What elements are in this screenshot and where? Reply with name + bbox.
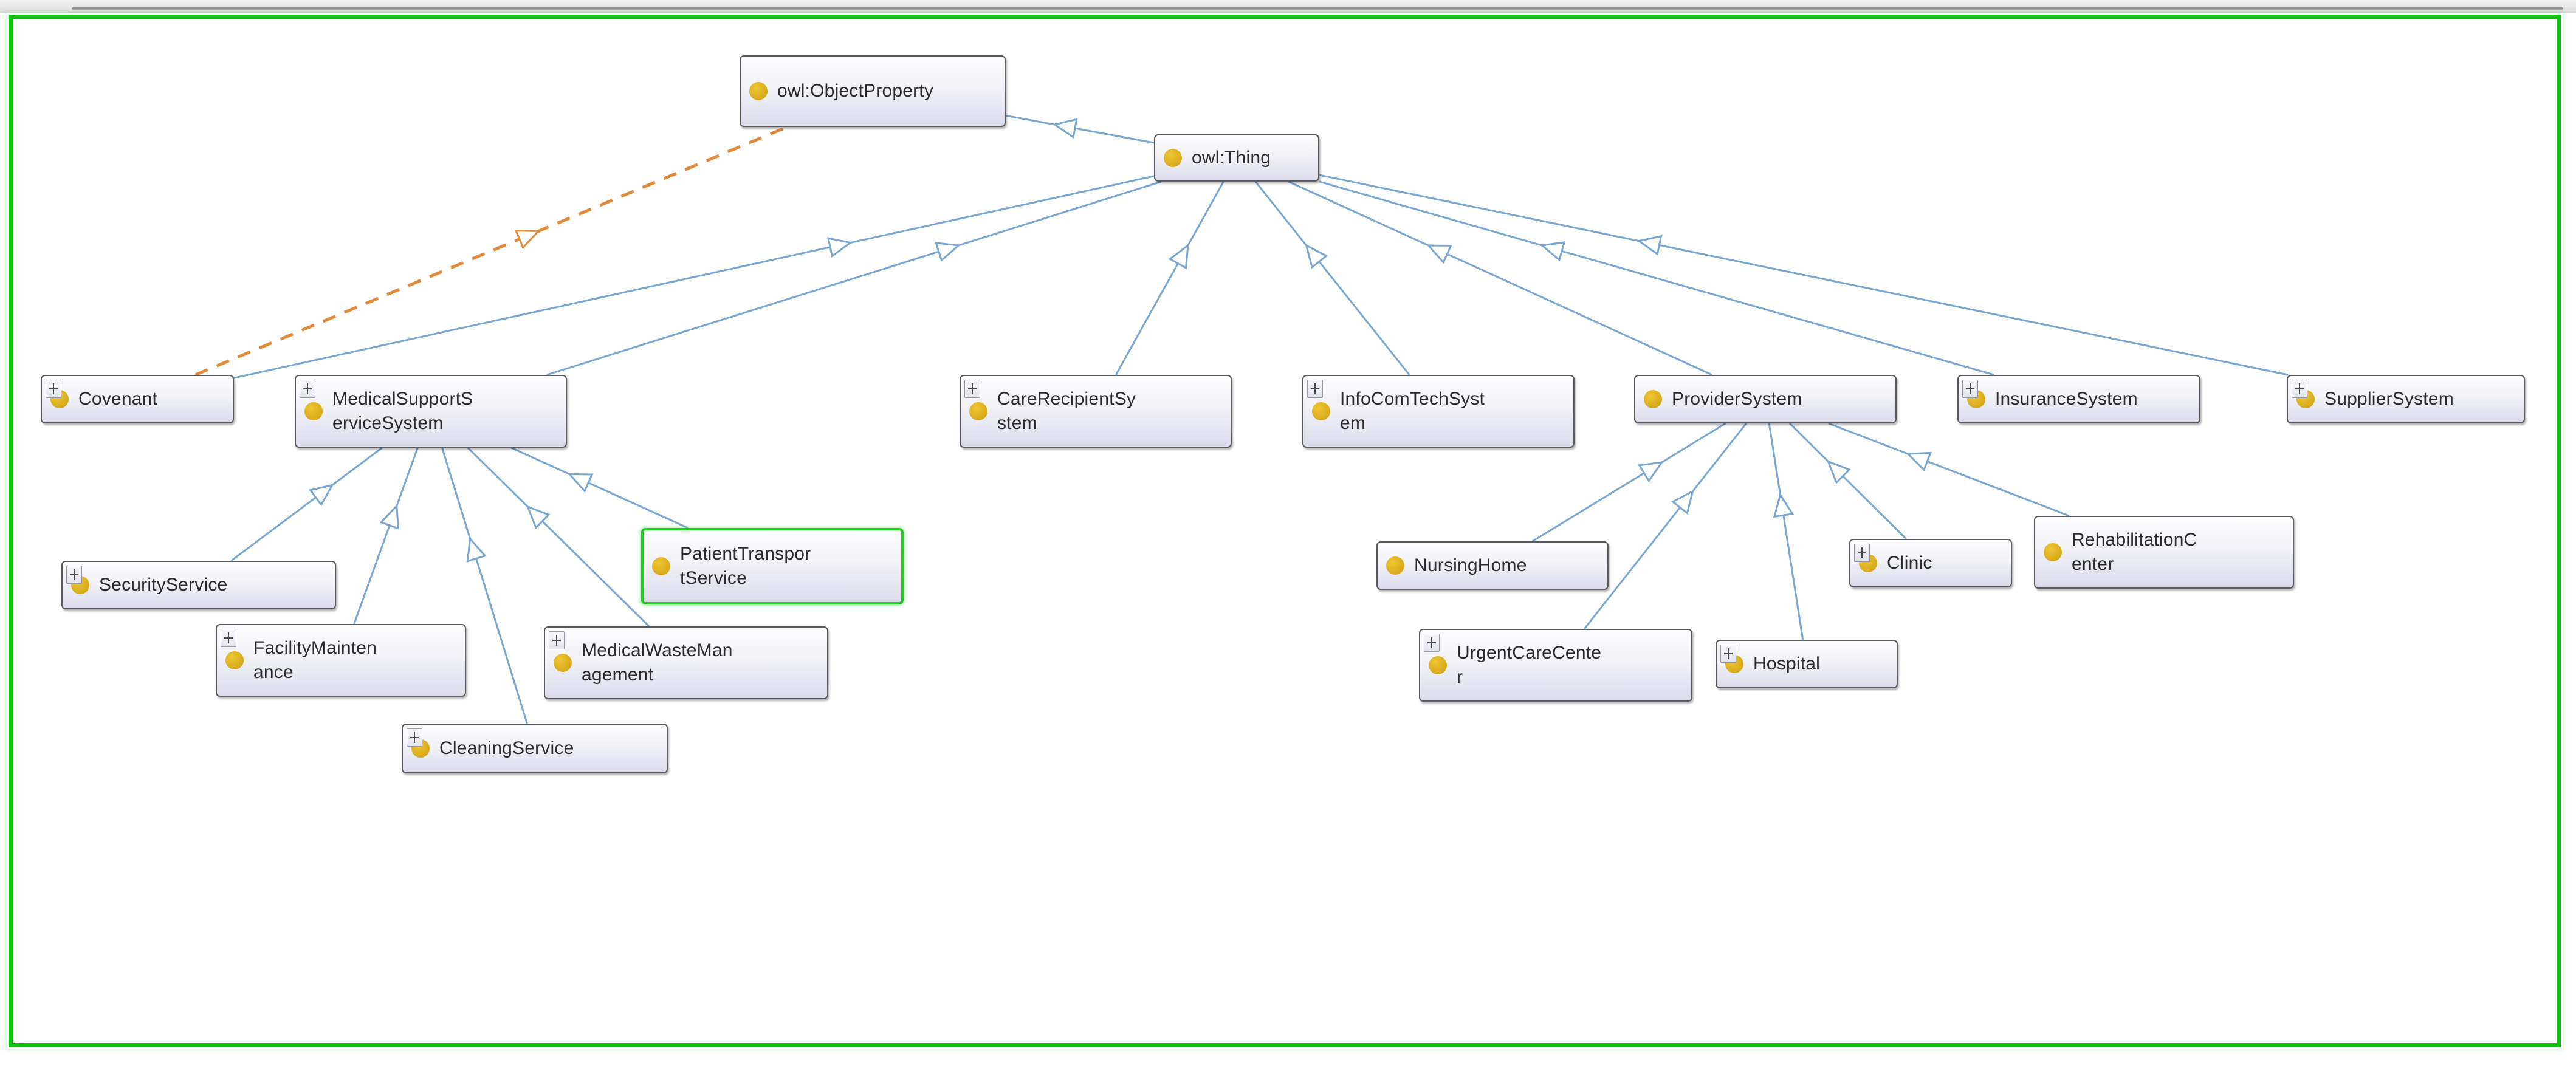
class-node-label: MedicalWasteMan agement [582,640,733,685]
expand-plus-icon[interactable] [1720,645,1736,663]
class-node-urgentcarecenter[interactable]: UrgentCareCente r [1419,629,1692,702]
class-node-label: MedicalSupportS erviceSystem [332,389,473,433]
window-toolbar-strip [0,0,2576,13]
expand-plus-icon[interactable] [300,380,315,398]
class-node-label: Clinic [1887,553,1932,573]
class-node-label: Hospital [1753,654,1820,674]
expand-plus-icon[interactable] [46,380,61,398]
edge-insurancesystem-to-owl-thing [1319,180,1994,376]
expand-plus-icon[interactable] [1307,380,1323,398]
owl-class-icon [225,651,244,669]
owl-class-icon [1312,402,1330,420]
edge-owl-thing-to-owl-objectproperty [1005,114,1155,144]
edge-clinic-to-providersystem [1789,422,1907,540]
class-node-label: ProviderSystem [1672,389,1802,409]
edge-providersystem-to-owl-thing [1288,180,1712,376]
edge-covenant-to-owl-objectproperty [194,125,788,377]
class-node-hospital[interactable]: Hospital [1716,640,1898,688]
class-node-infocomtechsystem[interactable]: InfoComTechSyst em [1302,375,1575,448]
expand-plus-icon[interactable] [2292,380,2307,398]
class-node-label: InfoComTechSyst em [1340,389,1485,433]
class-node-clinic[interactable]: Clinic [1849,539,2012,587]
class-node-owl-objectproperty[interactable]: owl:ObjectProperty [740,55,1006,127]
class-node-providersystem[interactable]: ProviderSystem [1634,375,1897,423]
expand-plus-icon[interactable] [407,728,422,747]
class-node-patienttransportservice[interactable]: PatientTranspor tService [641,528,904,604]
class-node-carerecipientsystem[interactable]: CareRecipientSy stem [960,375,1232,448]
class-node-label: FacilityMainten ance [253,638,377,682]
expand-plus-icon[interactable] [1854,544,1870,562]
edge-urgentcarecenter-to-providersystem [1584,423,1747,629]
class-node-label: SecurityService [99,575,228,595]
class-node-medicalwastemanagement[interactable]: MedicalWasteMan agement [544,626,828,699]
edge-facilitymaintenance-to-medicalsupportservicesystem [353,447,419,625]
expand-plus-icon[interactable] [1962,380,1978,398]
edge-medicalsupportservicesystem-to-owl-thing [546,180,1162,376]
class-node-label: CareRecipientSy stem [997,389,1136,433]
owl-class-icon [1164,149,1182,167]
toolbar-separator [72,7,2563,10]
class-node-label: PatientTranspor tService [680,544,811,588]
owl-class-icon [969,402,987,420]
expand-plus-icon[interactable] [549,631,565,649]
edge-patienttransportservice-to-medicalsupportservicesystem [510,447,689,529]
class-node-label: RehabilitationC enter [2072,530,2197,574]
owl-class-icon [554,654,572,672]
owl-class-icon [1386,556,1404,575]
class-node-suppliersystem[interactable]: SupplierSystem [2287,375,2525,423]
expand-plus-icon[interactable] [221,629,236,647]
class-node-label: SupplierSystem [2324,389,2454,409]
owl-class-icon [749,82,768,100]
class-node-securityservice[interactable]: SecurityService [61,561,336,609]
class-node-rehabilitationcenter[interactable]: RehabilitationC enter [2034,516,2294,589]
expand-plus-icon[interactable] [66,566,82,584]
class-node-cleaningservice[interactable]: CleaningService [402,724,668,773]
owl-class-icon [304,402,323,420]
class-node-label: owl:ObjectProperty [777,81,934,101]
class-node-label: Covenant [78,389,158,409]
owl-class-icon [1429,656,1447,674]
owl-class-icon [2044,543,2062,561]
edge-covenant-to-owl-thing [233,175,1155,379]
edge-infocomtechsystem-to-owl-thing [1254,181,1410,375]
class-node-label: CleaningService [439,738,574,758]
class-node-insurancesystem[interactable]: InsuranceSystem [1957,375,2200,423]
class-node-label: InsuranceSystem [1995,389,2138,409]
edge-carerecipientsystem-to-owl-thing [1115,181,1224,375]
class-node-nursinghome[interactable]: NursingHome [1376,541,1609,590]
owl-class-icon [1644,390,1662,408]
expand-plus-icon[interactable] [964,380,980,398]
edge-rehabilitationcenter-to-providersystem [1828,422,2070,517]
edge-medicalwastemanagement-to-medicalsupportservicesystem [467,447,650,628]
edge-hospital-to-providersystem [1768,423,1804,640]
class-node-label: NursingHome [1414,555,1527,575]
expand-plus-icon[interactable] [1424,634,1440,652]
class-node-label: UrgentCareCente r [1457,643,1602,687]
class-node-covenant[interactable]: Covenant [41,375,234,423]
class-node-label: owl:Thing [1192,148,1271,168]
class-node-owl-thing[interactable]: owl:Thing [1154,134,1319,182]
class-node-facilitymaintenance[interactable]: FacilityMainten ance [216,624,466,697]
edge-securityservice-to-medicalsupportservicesystem [230,447,383,562]
class-node-medicalsupportservicesystem[interactable]: MedicalSupportS erviceSystem [295,375,567,448]
edge-suppliersystem-to-owl-thing [1319,174,2289,376]
owl-class-icon [652,557,670,575]
